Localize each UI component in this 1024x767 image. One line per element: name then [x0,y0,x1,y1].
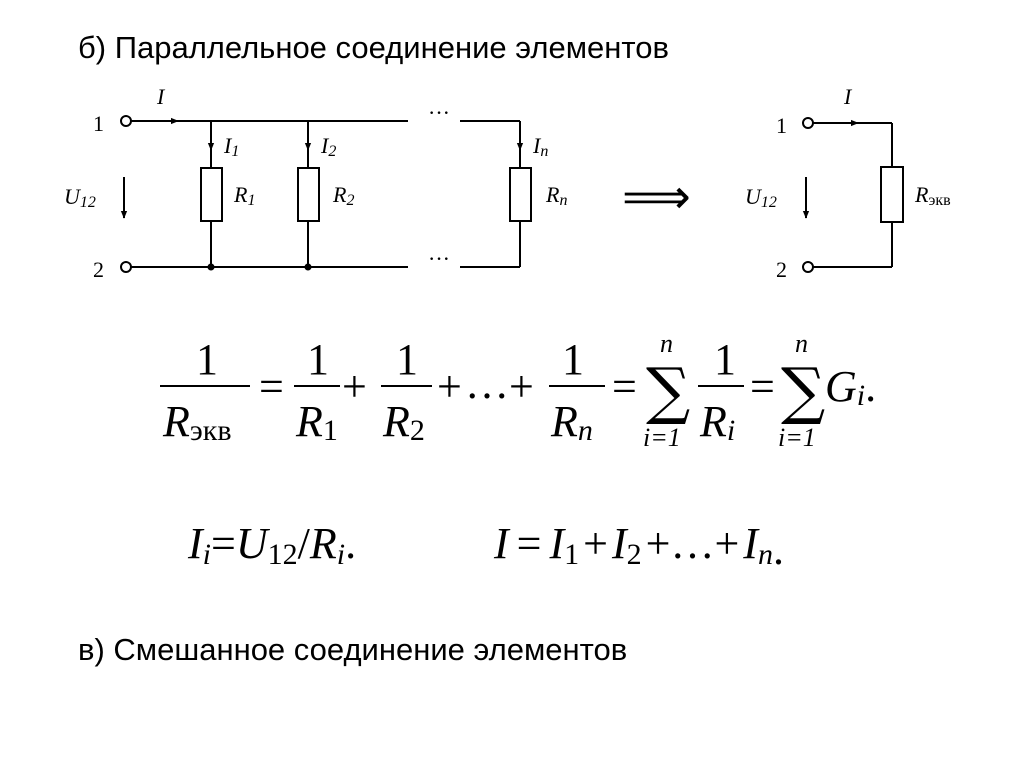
ellipsis-bottom: ··· [428,246,450,271]
total-current-formula: I=I1+I2+…+In. [493,519,784,574]
resistor-r-eq [880,166,904,223]
resistor-label: Rn [545,182,567,209]
conductance-term: Gi. [825,362,876,412]
equals-sign: = [259,362,284,411]
junction-dot [207,263,215,271]
equals-sign: = [750,362,775,411]
branch-current-formula: Ii=U12/Ri. [187,519,356,571]
denominator: R2 [382,397,425,447]
main-current-label: I [843,84,853,109]
numerator: 1 [307,335,329,384]
resistor-r2 [297,167,320,222]
equivalent-circuit-diagram [802,117,904,273]
sum-upper-limit: n [795,329,808,358]
sum-lower-limit: i=1 [643,423,681,452]
ellipsis-top: ··· [428,100,450,125]
main-current-label: I [156,84,166,109]
terminal-1 [802,117,814,129]
plus-sign: + [342,362,367,411]
parallel-circuit-diagram [120,115,532,273]
branch-current-label: In [532,133,548,160]
terminal-2 [802,261,814,273]
ellipsis: … [465,359,509,408]
node-label-2: 2 [776,257,787,282]
node-label-2: 2 [93,257,104,282]
equals-sign: = [612,362,637,411]
denominator: Rn [550,397,593,447]
numerator: 1 [714,335,736,384]
implies-arrow-icon: ⟹ [622,169,691,225]
node-label-1: 1 [776,113,787,138]
section-heading-mixed: в) Смешанное соединение элементов [78,632,628,667]
sum-upper-limit: n [660,329,673,358]
voltage-label: U12 [64,184,96,211]
section-heading-parallel: б) Параллельное соединение элементов [78,30,669,65]
terminal-2 [120,261,132,273]
sum-lower-limit: i=1 [778,423,816,452]
numerator: 1 [396,335,418,384]
denominator: R1 [295,397,338,447]
equivalent-resistance-formula: 1 Rэкв = 1 R1 + 1 R2 + … + 1 Rn = n ∑ i=… [160,329,876,452]
voltage-label: U12 [745,184,777,211]
terminal-1 [120,115,132,127]
denominator: Rэкв [162,397,232,447]
node-label-1: 1 [93,111,104,136]
resistor-r1 [200,167,223,222]
resistor-label: R2 [332,182,354,209]
sum-symbol: ∑ [781,354,825,427]
resistor-rn [509,167,532,222]
branch-current-label: I1 [223,133,239,160]
denominator: Ri [699,397,735,447]
plus-sign: + [509,362,534,411]
sum-symbol: ∑ [646,354,690,427]
equivalent-resistor-label: Rэкв [914,182,951,209]
plus-sign: + [437,362,462,411]
numerator: 1 [562,335,584,384]
resistor-label: R1 [233,182,255,209]
junction-dot [304,263,312,271]
branch-current-label: I2 [320,133,336,160]
numerator: 1 [196,335,218,384]
